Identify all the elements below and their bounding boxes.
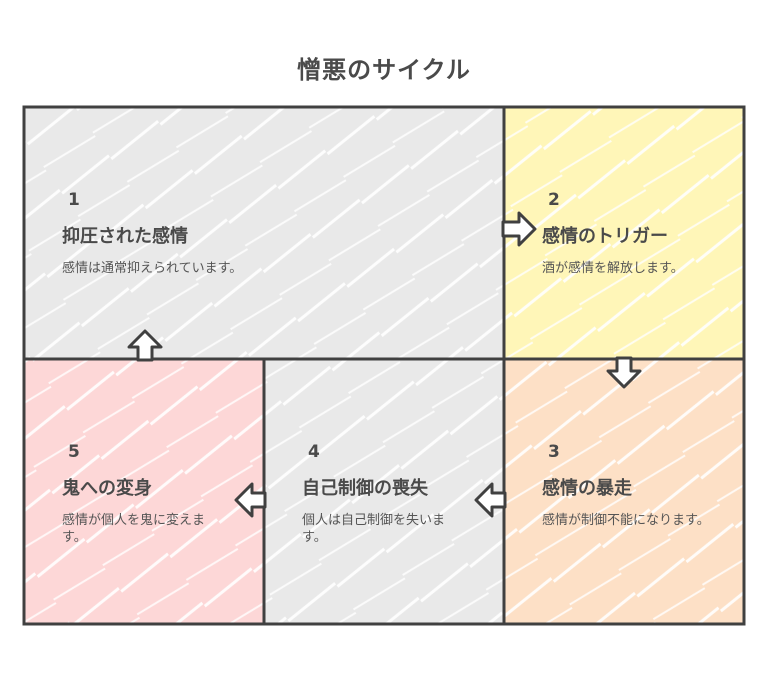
step-1-description: 感情は通常抑えられています。 <box>62 261 243 276</box>
step-1-title: 抑圧された感情 <box>62 226 188 247</box>
cell-2-background <box>504 107 744 359</box>
arrow-left-icon <box>234 482 267 518</box>
arrow-right-icon <box>501 211 537 247</box>
step-4-number: 4 <box>308 442 320 462</box>
arrow-left-icon <box>474 482 507 518</box>
step-4: 4 自己制御の喪失 個人は自己制御を失います。 <box>302 442 462 546</box>
arrow-down-icon <box>606 356 642 389</box>
cell-1-background <box>24 107 504 359</box>
step-2-title: 感情のトリガー <box>542 226 668 247</box>
diagram-title: 憎悪のサイクル <box>297 56 471 84</box>
step-2: 2 感情のトリガー 酒が感情を解放します。 <box>542 190 732 277</box>
step-2-description: 酒が感情を解放します。 <box>542 261 684 276</box>
cell-3-background <box>504 359 744 624</box>
step-4-title: 自己制御の喪失 <box>302 478 428 499</box>
step-3: 3 感情の暴走 感情が制御不能になります。 <box>542 442 712 529</box>
step-2-number: 2 <box>548 190 560 210</box>
step-5-description: 感情が個人を鬼に変えます。 <box>62 513 206 545</box>
arrow-up-icon <box>127 329 163 362</box>
step-5-title: 鬼への変身 <box>62 478 152 499</box>
step-5-number: 5 <box>68 442 80 462</box>
cell-5-background <box>24 359 264 624</box>
step-1-number: 1 <box>68 190 80 210</box>
step-3-title: 感情の暴走 <box>542 478 632 499</box>
step-1: 1 抑圧された感情 感情は通常抑えられています。 <box>62 190 482 277</box>
step-3-description: 感情が制御不能になります。 <box>542 513 710 528</box>
step-4-description: 個人は自己制御を失います。 <box>302 513 446 545</box>
cell-4-background <box>264 359 504 624</box>
step-5: 5 鬼への変身 感情が個人を鬼に変えます。 <box>62 442 222 546</box>
step-3-number: 3 <box>548 442 560 462</box>
